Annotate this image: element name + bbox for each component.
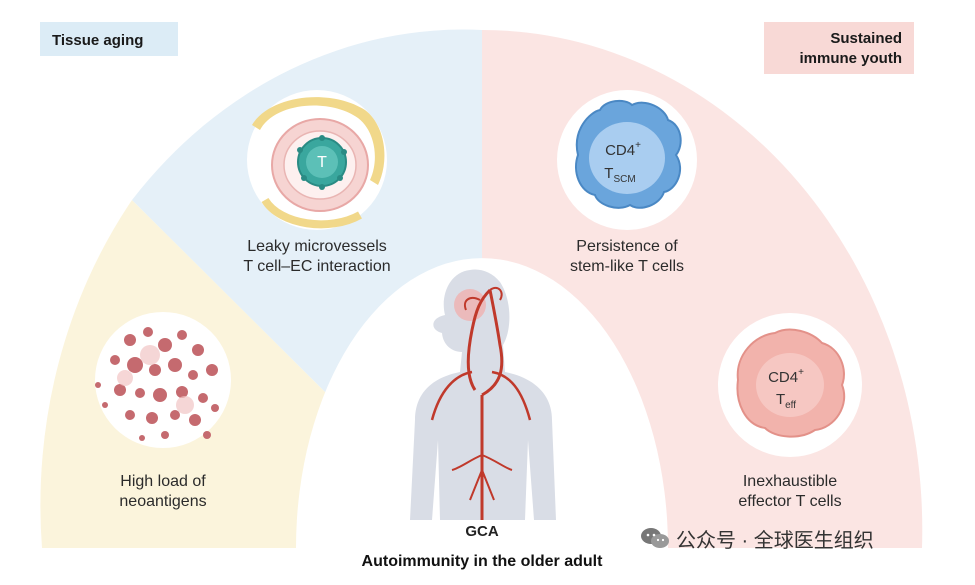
sustained-tag-line2: immune youth — [799, 50, 902, 67]
gca-label: GCA — [465, 523, 499, 540]
watermark: 公众号 · 全球医生组织 — [640, 522, 874, 554]
leaky-label-line1: Leaky microvessels — [247, 238, 387, 255]
stem-label-line1: Persistence of — [576, 238, 678, 255]
neoantigen-illustration — [95, 312, 231, 448]
tissue-aging-tag: Tissue aging — [52, 32, 143, 49]
eff-label-line1: Inexhaustible — [743, 473, 837, 490]
tissue-aging-tag-box — [40, 22, 178, 56]
watermark-text: 公众号 · 全球医生组织 — [676, 529, 874, 552]
bottom-title: Autoimmunity in the older adult — [362, 553, 604, 570]
tscm-cell-illustration: CD4+ TSCM — [557, 90, 697, 230]
sustained-tag-line1: Sustained — [830, 30, 902, 47]
leaky-label-line2: T cell–EC interaction — [243, 258, 390, 275]
wechat-icon — [641, 528, 669, 548]
tscm-cd4: CD4+ — [605, 140, 641, 159]
stem-label-line2: stem-like T cells — [570, 258, 684, 275]
tscm-t: TSCM — [604, 165, 635, 185]
human-figure-illustration — [410, 269, 556, 520]
teff-cd4: CD4+ — [768, 367, 804, 386]
neo-label-line2: neoantigens — [119, 493, 206, 510]
eff-label-line2: effector T cells — [738, 493, 841, 510]
microvessel-illustration: T — [247, 90, 387, 230]
teff-cell-illustration: CD4+ Teff — [718, 313, 862, 457]
teff-t: Teff — [776, 391, 796, 411]
t-cell-label: T — [317, 154, 327, 171]
sustained-tag-box — [764, 22, 914, 74]
neo-label-line1: High load of — [120, 473, 206, 490]
